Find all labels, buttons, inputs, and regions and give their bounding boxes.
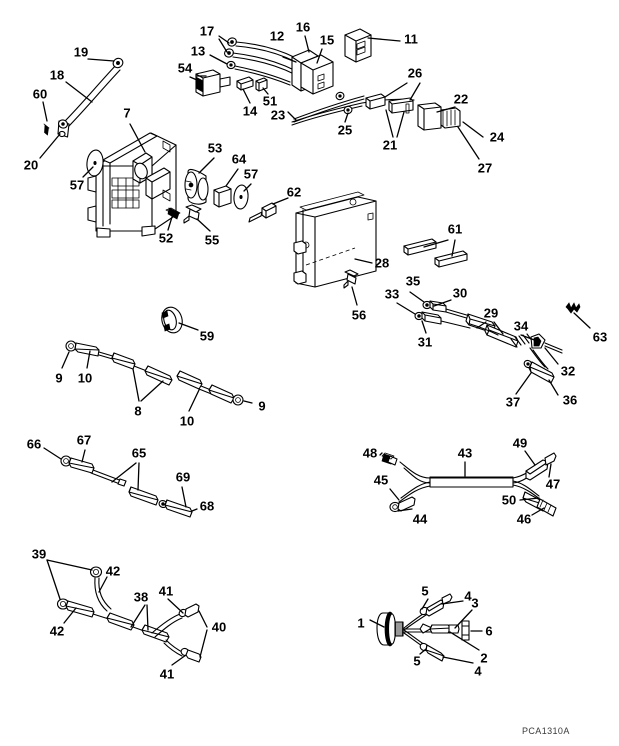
callout-19: 19 bbox=[73, 44, 89, 60]
callout-28: 28 bbox=[374, 255, 390, 271]
callout-57a: 57 bbox=[69, 177, 85, 193]
ground-lead-assembly bbox=[39, 57, 124, 159]
spool-and-hardware bbox=[184, 157, 289, 223]
callout-67: 67 bbox=[76, 432, 92, 448]
callout-47: 47 bbox=[545, 476, 561, 492]
callout-42b: 42 bbox=[49, 623, 65, 639]
callout-60: 60 bbox=[32, 86, 48, 102]
callout-45: 45 bbox=[373, 472, 389, 488]
callout-42a: 42 bbox=[105, 563, 121, 579]
callout-54: 54 bbox=[177, 60, 193, 76]
callout-9a: 9 bbox=[55, 370, 63, 386]
callout-41a: 41 bbox=[158, 583, 174, 599]
callout-5b: 5 bbox=[413, 653, 421, 669]
callout-18: 18 bbox=[49, 67, 65, 83]
callout-55: 55 bbox=[204, 232, 220, 248]
callout-57b: 57 bbox=[243, 166, 259, 182]
callout-8: 8 bbox=[134, 403, 142, 419]
callout-20: 20 bbox=[23, 157, 39, 173]
callout-49: 49 bbox=[512, 435, 528, 451]
callout-46: 46 bbox=[516, 511, 532, 527]
callout-56: 56 bbox=[351, 307, 367, 323]
callout-31: 31 bbox=[417, 334, 433, 350]
upper-harness-assembly bbox=[209, 28, 401, 126]
control-box-assembly bbox=[87, 123, 177, 238]
lower-link-assembly bbox=[43, 447, 198, 518]
callout-23: 23 bbox=[270, 107, 286, 123]
callout-15: 15 bbox=[319, 32, 335, 48]
callout-7: 7 bbox=[123, 105, 131, 121]
diagram-part-code: PCA1310A bbox=[522, 726, 570, 736]
callout-11: 11 bbox=[404, 31, 418, 47]
callout-69: 69 bbox=[175, 469, 191, 485]
callout-6: 6 bbox=[485, 623, 493, 639]
pins-61 bbox=[403, 238, 468, 268]
callout-26: 26 bbox=[407, 65, 423, 81]
clip-59 bbox=[161, 306, 199, 334]
mounting-plate-assembly bbox=[293, 191, 377, 306]
callout-32: 32 bbox=[560, 363, 576, 379]
callout-17: 17 bbox=[199, 23, 215, 39]
callout-50: 50 bbox=[501, 492, 517, 508]
shift-link-assembly bbox=[61, 340, 253, 412]
callout-10a: 10 bbox=[77, 370, 93, 386]
callout-9b: 9 bbox=[258, 398, 266, 414]
callout-37: 37 bbox=[505, 394, 521, 410]
callout-63: 63 bbox=[592, 329, 608, 345]
washer-57-left bbox=[82, 149, 104, 178]
callout-34: 34 bbox=[513, 318, 529, 334]
callout-36: 36 bbox=[562, 392, 578, 408]
sleeve-54 bbox=[189, 69, 231, 97]
trim-cable-assembly bbox=[361, 82, 484, 160]
callout-48: 48 bbox=[362, 445, 378, 461]
callout-68: 68 bbox=[199, 498, 215, 514]
throttle-cable-assembly bbox=[396, 291, 591, 396]
callout-53: 53 bbox=[207, 140, 223, 156]
callout-33: 33 bbox=[384, 286, 400, 302]
callout-21: 21 bbox=[382, 137, 398, 153]
callout-65: 65 bbox=[131, 445, 147, 461]
callout-40: 40 bbox=[211, 619, 227, 635]
callout-10b: 10 bbox=[179, 413, 195, 429]
callout-16: 16 bbox=[295, 19, 311, 35]
callout-43: 43 bbox=[457, 445, 473, 461]
callout-51: 51 bbox=[262, 93, 278, 109]
callout-59: 59 bbox=[199, 328, 215, 344]
callout-13: 13 bbox=[190, 43, 206, 59]
callout-14: 14 bbox=[242, 103, 258, 119]
callout-52: 52 bbox=[158, 230, 174, 246]
callout-1: 1 bbox=[357, 615, 365, 631]
callout-24: 24 bbox=[489, 129, 505, 145]
callout-38: 38 bbox=[133, 589, 149, 605]
callout-4a: 4 bbox=[464, 588, 472, 604]
callout-66: 66 bbox=[26, 436, 42, 452]
callout-41b: 41 bbox=[159, 666, 175, 682]
callout-2: 2 bbox=[480, 650, 488, 666]
callout-35: 35 bbox=[405, 273, 421, 289]
callout-27: 27 bbox=[477, 160, 493, 176]
callout-25: 25 bbox=[337, 122, 353, 138]
callout-5a: 5 bbox=[421, 583, 429, 599]
lower-cable-assembly bbox=[46, 559, 208, 666]
callout-44: 44 bbox=[412, 511, 428, 527]
callout-29: 29 bbox=[483, 305, 499, 321]
key-switch-assembly bbox=[369, 593, 483, 664]
callout-3: 3 bbox=[471, 595, 479, 611]
callout-4b: 4 bbox=[474, 663, 482, 679]
callout-39: 39 bbox=[31, 546, 47, 562]
callout-61: 61 bbox=[447, 221, 463, 237]
callout-12: 12 bbox=[269, 28, 285, 44]
wiring-harness-assembly bbox=[379, 450, 557, 517]
callout-22: 22 bbox=[453, 91, 469, 107]
callout-30: 30 bbox=[452, 285, 468, 301]
screws-52-55 bbox=[165, 204, 211, 232]
callout-62: 62 bbox=[286, 184, 302, 200]
callout-64: 64 bbox=[231, 151, 247, 167]
